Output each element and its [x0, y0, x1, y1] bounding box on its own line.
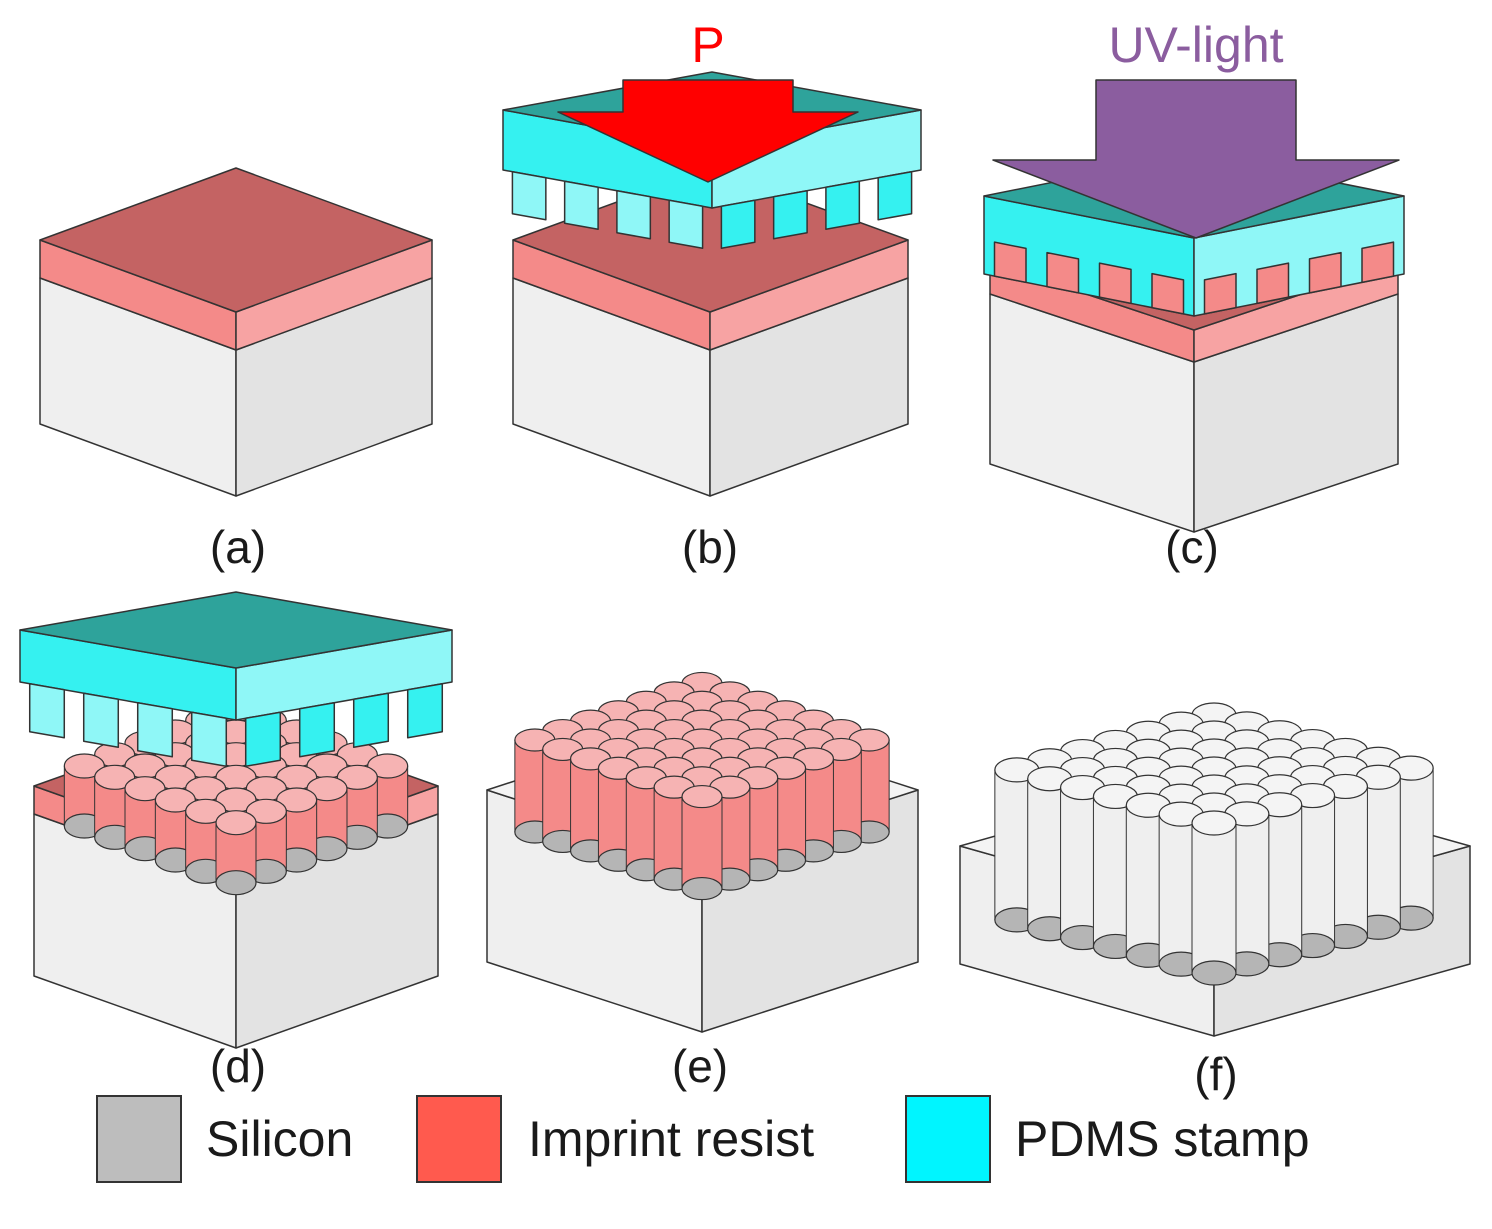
pillar-top: [681, 784, 723, 809]
stamp-tooth: [298, 701, 336, 758]
resist-fill: [1046, 251, 1080, 294]
pillar-base: [681, 876, 723, 901]
pillar-base: [1191, 960, 1237, 986]
panel-a-substrate: [39, 167, 433, 497]
resist-fill: [1203, 272, 1237, 315]
legend-swatch-resist: [416, 1095, 502, 1183]
pressure-arrow: [557, 79, 859, 183]
panel-label-d: (d): [210, 1040, 266, 1092]
stamp-tooth: [82, 692, 120, 749]
stamp-tooth: [406, 682, 444, 739]
stamp-tooth: [190, 711, 228, 768]
pillar-wall: [681, 796, 723, 890]
pressure-label: P: [691, 17, 724, 73]
panel-d-stamp: [19, 591, 453, 768]
panel-label-a: (a): [210, 521, 266, 573]
pillar-top: [63, 753, 105, 779]
pillar-wall: [1191, 822, 1237, 974]
stamp-tooth: [244, 711, 282, 768]
pillar-top: [124, 776, 166, 802]
pillar-top: [94, 764, 136, 790]
panel-b-pressure-arrow: [557, 79, 859, 183]
stamp-tooth: [668, 199, 704, 250]
legend-label-silicon: Silicon: [206, 1111, 353, 1167]
resist-fill: [1256, 262, 1290, 305]
stamp-tooth: [511, 170, 547, 221]
panel-f-silicon-pillars: [994, 702, 1434, 986]
panel-label-c: (c): [1165, 521, 1219, 573]
panel-label-f: (f): [1194, 1048, 1237, 1100]
pillar-base: [215, 870, 257, 896]
stamp-tooth: [616, 189, 652, 240]
panel-b-substrate: [512, 167, 909, 497]
panel-e-pillars: [514, 671, 890, 901]
resist-fill: [1151, 272, 1185, 315]
pillar-top: [276, 787, 318, 813]
stamp-tooth: [720, 199, 756, 250]
stamp-body-top-face: [19, 591, 453, 669]
pillar-top: [306, 776, 348, 802]
pillar-top: [367, 753, 409, 779]
uv-arrow: [992, 79, 1400, 239]
pillar-top: [215, 810, 257, 836]
resist-fill: [1308, 251, 1342, 294]
stamp-tooth: [825, 180, 861, 231]
panel-d-substrate: [33, 696, 439, 1049]
legend: Silicon Imprint resist PDMS stamp: [96, 1095, 1310, 1183]
pillar-top: [185, 798, 227, 824]
resist-layer-top-face: [39, 167, 433, 313]
diagram-shapes: [19, 71, 1471, 1049]
stamp-tooth: [352, 692, 390, 749]
pillar-top: [1191, 810, 1237, 836]
legend-swatch-silicon: [96, 1095, 182, 1183]
pillar-top: [154, 787, 196, 813]
legend-label-resist: Imprint resist: [528, 1111, 814, 1167]
stamp-tooth: [28, 682, 66, 739]
resist-fill: [1361, 241, 1395, 284]
stamp-tooth: [136, 701, 174, 758]
stamp-tooth: [877, 170, 913, 221]
stamp-tooth: [563, 180, 599, 231]
panel-c-uv-arrow: [992, 79, 1400, 239]
resist-fill: [993, 241, 1027, 284]
pillar-top: [336, 764, 378, 790]
legend-label-stamp: PDMS stamp: [1015, 1111, 1310, 1167]
legend-swatch-stamp: [905, 1095, 991, 1183]
resist-fill: [1098, 262, 1132, 305]
panel-label-b: (b): [682, 521, 738, 573]
pillar-top: [245, 798, 287, 824]
uv-light-label: UV-light: [1108, 17, 1283, 73]
stamp-tooth: [772, 189, 808, 240]
panel-label-e: (e): [672, 1040, 728, 1092]
